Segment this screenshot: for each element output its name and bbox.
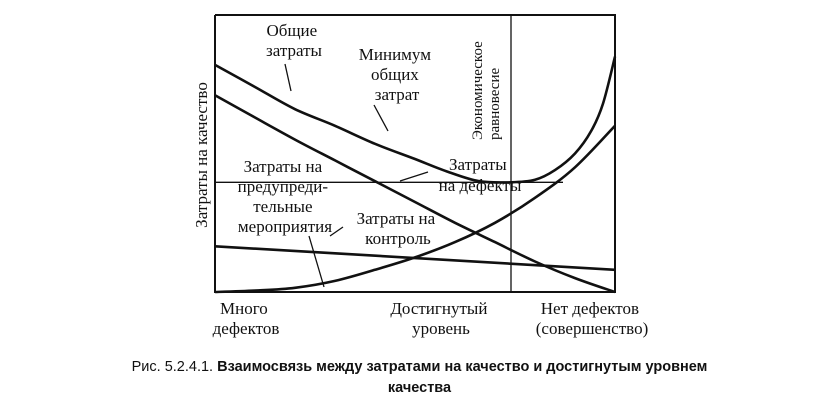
total-costs-leader bbox=[284, 63, 292, 92]
caption-title-end: качества bbox=[387, 380, 452, 396]
total-costs-label: Общие затраты bbox=[266, 21, 322, 60]
inspection-leader bbox=[329, 226, 344, 237]
x-tick-label-achieved-level: Достигнутый уровень bbox=[390, 299, 491, 338]
inspection-costs-curve bbox=[214, 124, 616, 294]
y-axis-label: Затраты на качество bbox=[192, 82, 211, 228]
prevention-leader bbox=[308, 235, 325, 288]
prevention-costs-label: Затраты на предупреди- тельные мероприят… bbox=[238, 157, 333, 236]
minimum-total-costs-label: Минимум общих затрат bbox=[359, 45, 435, 104]
inspection-costs-label: Затраты на контроль bbox=[357, 209, 440, 248]
figure-caption: Рис. 5.2.4.1. Взаимосвязь между затратам… bbox=[0, 359, 839, 375]
figure-caption-continued: качества bbox=[0, 380, 839, 396]
total-costs-curve bbox=[214, 56, 617, 184]
x-tick-label-many-defects: Много дефектов bbox=[213, 299, 280, 338]
x-tick-label-no-defects: Нет дефектов (совершенство) bbox=[536, 299, 648, 338]
caption-title: Взаимосвязь между затратами на качество … bbox=[217, 359, 708, 375]
caption-number: Рис. 5.2.4.1. bbox=[131, 359, 218, 375]
economic-equilibrium-label: Экономическое равновесие bbox=[470, 37, 503, 140]
minimum-leader bbox=[373, 104, 389, 132]
defect-costs-leader bbox=[399, 171, 429, 182]
defect-costs-label: Затраты на дефекты bbox=[439, 155, 522, 195]
